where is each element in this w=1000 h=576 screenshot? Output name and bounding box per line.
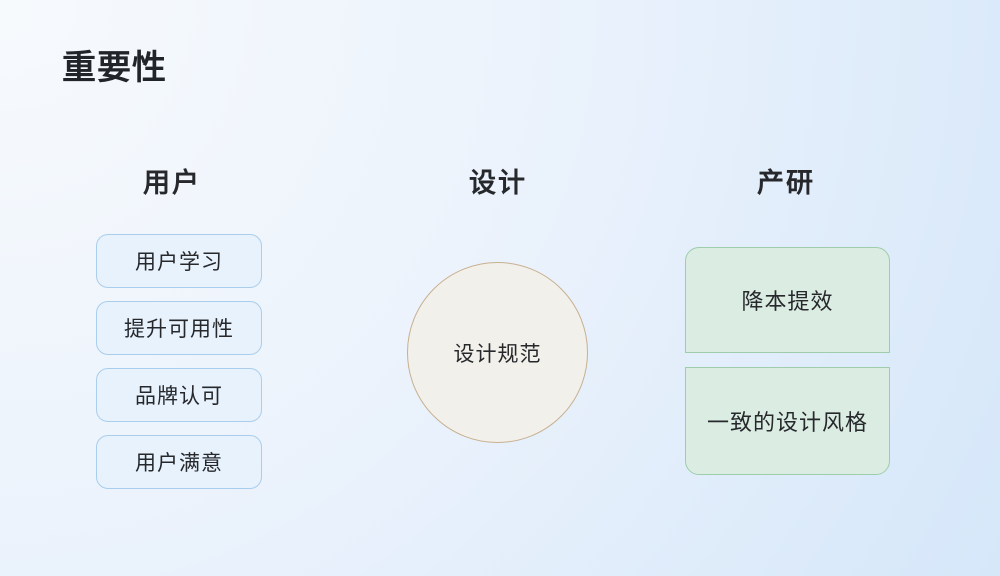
design-spec-circle: 设计规范: [407, 262, 588, 443]
column-header-user: 用户: [143, 168, 201, 198]
rd-benefit-box-efficiency: 降本提效: [685, 247, 890, 353]
column-header-product-rd: 产研: [757, 168, 815, 198]
user-benefit-box-brand: 品牌认可: [96, 368, 262, 422]
user-benefit-label: 品牌认可: [135, 385, 223, 408]
page-title: 重要性: [62, 49, 167, 87]
user-benefit-label: 提升可用性: [124, 318, 234, 341]
user-benefit-box-usability: 提升可用性: [96, 301, 262, 355]
column-header-design: 设计: [469, 168, 527, 198]
user-benefit-box-satisfaction: 用户满意: [96, 435, 262, 489]
rd-benefit-box-consistency: 一致的设计风格: [685, 367, 890, 475]
design-spec-label: 设计规范: [453, 342, 542, 366]
rd-benefit-label: 降本提效: [741, 289, 834, 314]
user-benefit-box-learning: 用户学习: [96, 234, 262, 288]
user-benefit-label: 用户满意: [135, 452, 223, 475]
user-benefit-label: 用户学习: [135, 251, 223, 274]
rd-benefit-label: 一致的设计风格: [706, 410, 868, 435]
